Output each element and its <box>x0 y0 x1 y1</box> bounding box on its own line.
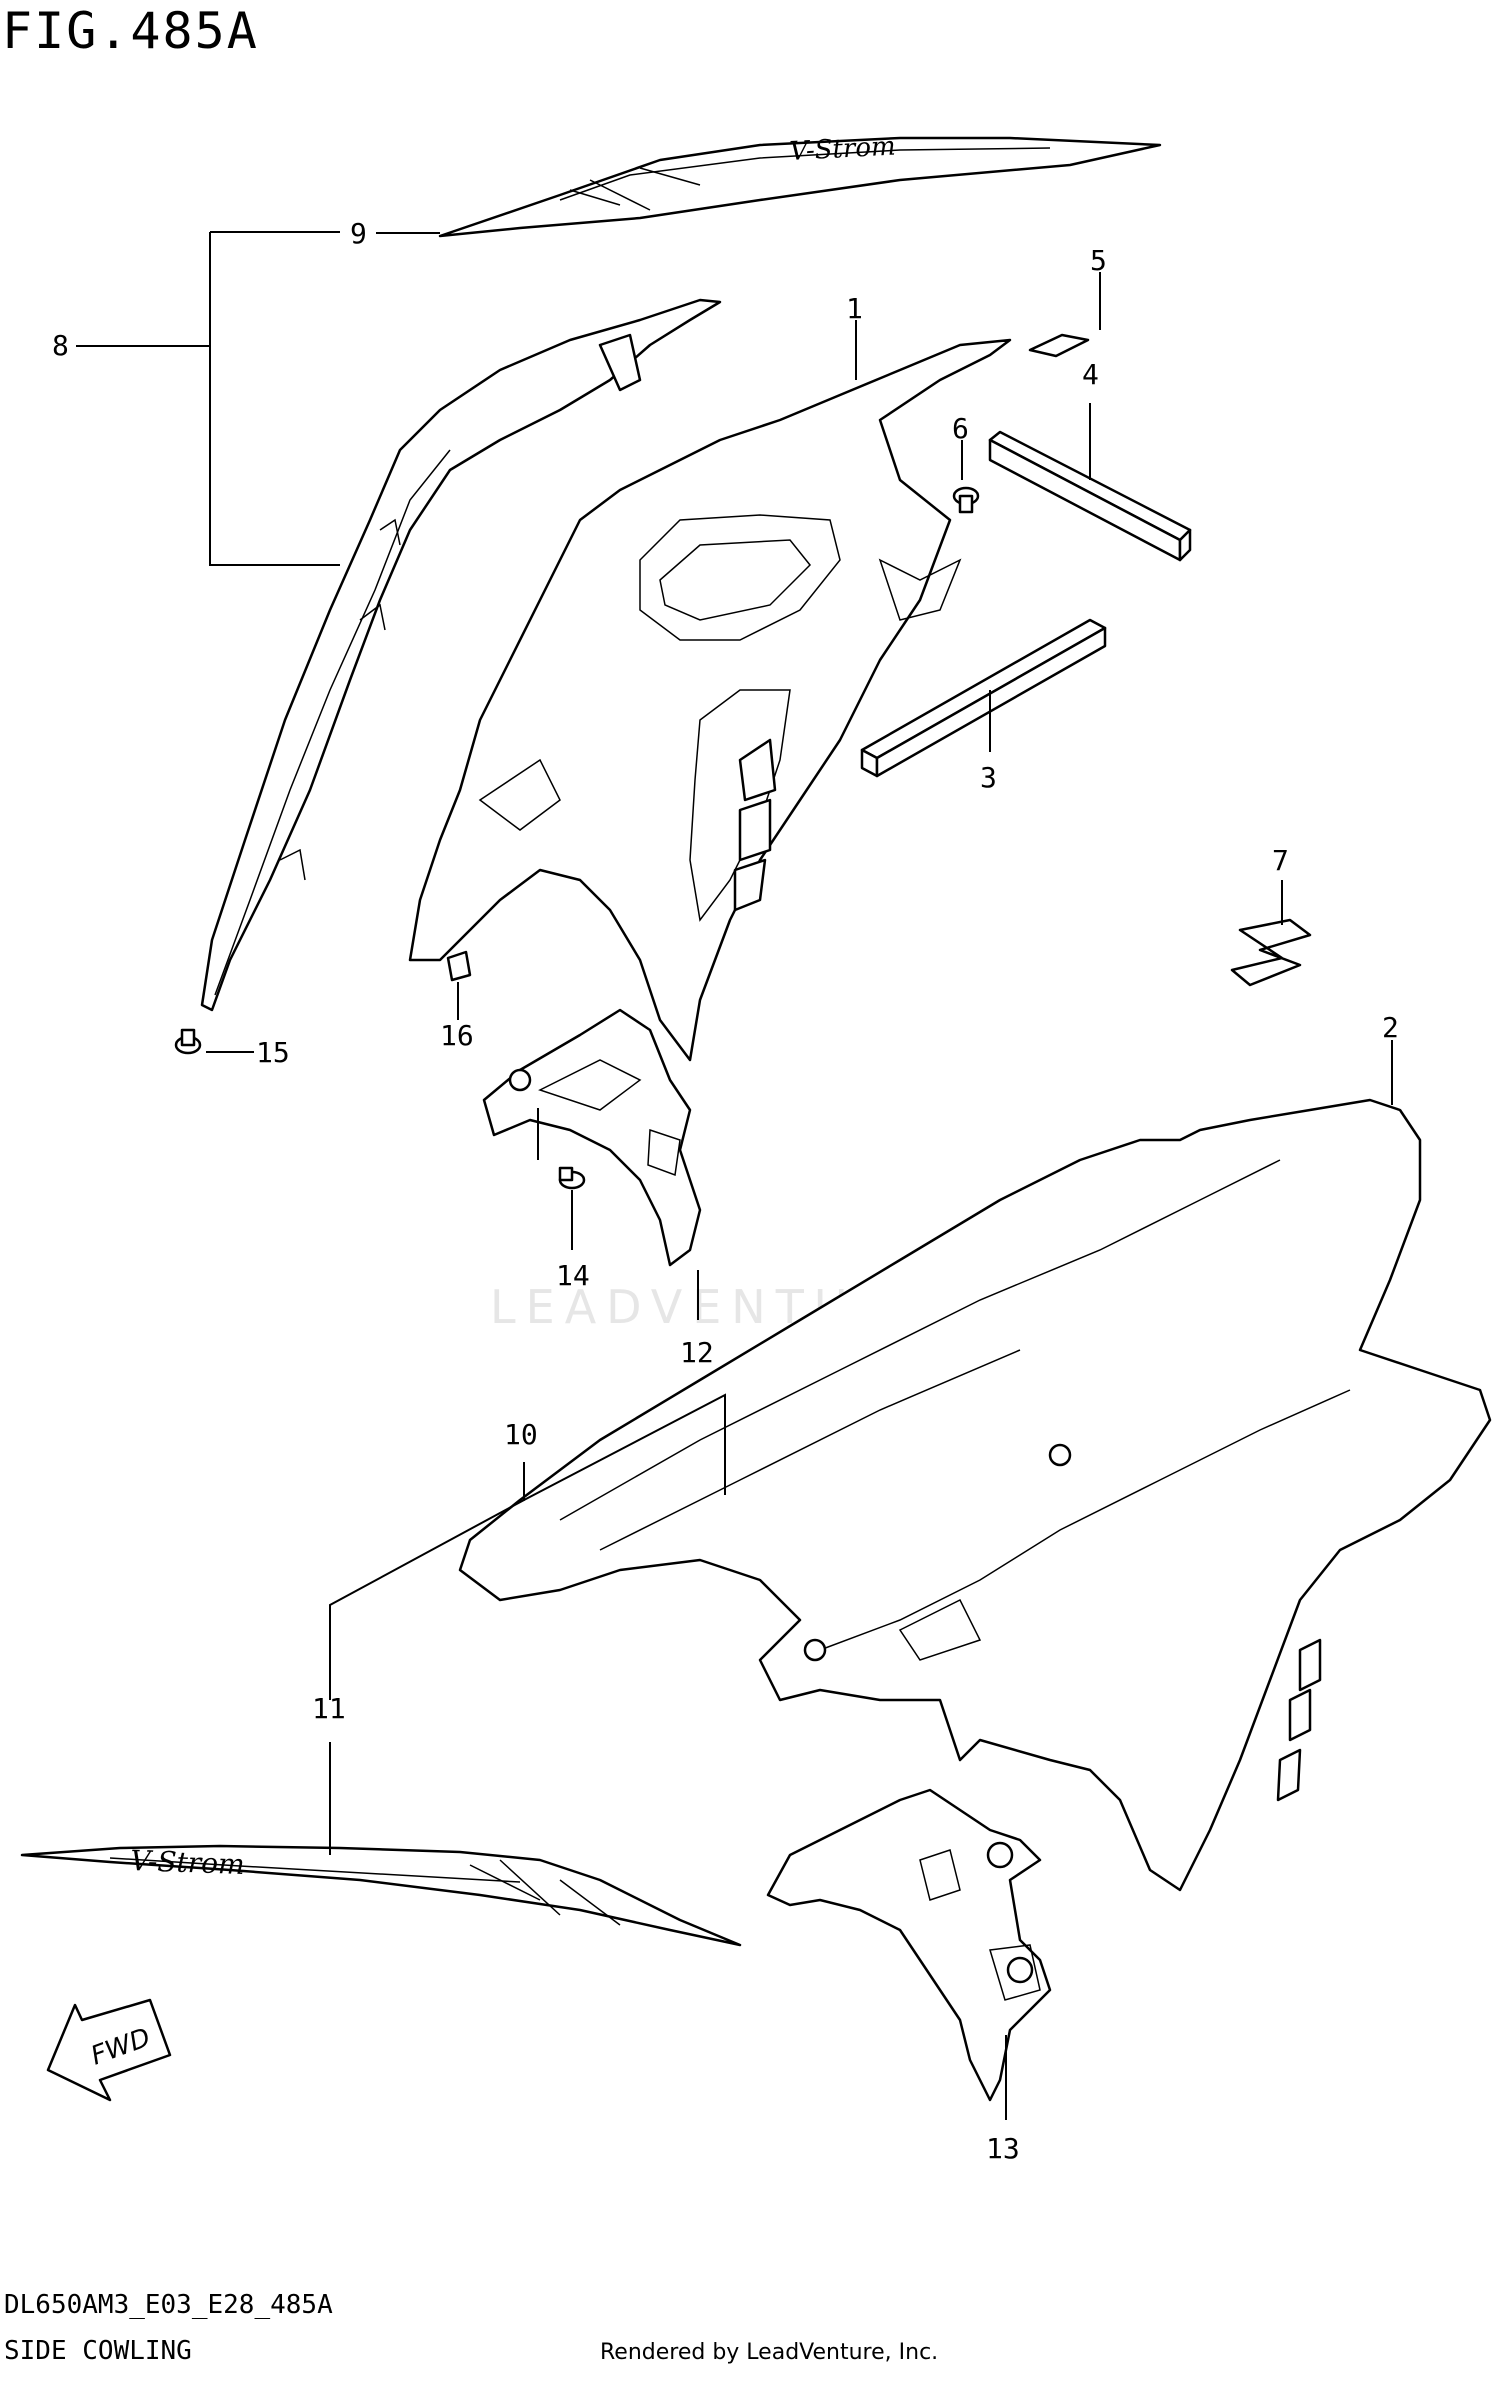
callout-12: 12 <box>680 1336 714 1369</box>
part-11-decal[interactable]: V-Strom <box>20 1844 742 1947</box>
callout-9: 9 <box>350 217 367 250</box>
decal-lower-text: V-Strom <box>130 1844 245 1881</box>
decal-upper-text: V-Strom <box>789 131 897 167</box>
callout-14: 14 <box>556 1259 590 1292</box>
part-3-strip[interactable] <box>860 618 1107 778</box>
part-5-pad[interactable] <box>1028 333 1090 358</box>
callout-4: 4 <box>1082 358 1099 391</box>
figure-name: SIDE COWLING <box>4 2336 192 2366</box>
part-13-bracket[interactable] <box>766 1788 1052 2102</box>
callout-3: 3 <box>980 761 997 794</box>
render-credit: Rendered by LeadVenture, Inc. <box>600 2340 939 2365</box>
part-8-trim[interactable] <box>200 298 722 1012</box>
part-6-screw[interactable] <box>952 486 980 514</box>
callout-13: 13 <box>986 2132 1020 2165</box>
part-12-bracket[interactable] <box>482 1008 702 1267</box>
callout-7: 7 <box>1272 844 1289 877</box>
fwd-arrow-icon: FWD <box>46 1998 172 2102</box>
callout-8: 8 <box>52 329 69 362</box>
callout-1: 1 <box>846 292 863 325</box>
part-7-emblem[interactable] <box>1230 918 1312 987</box>
part-4-strip[interactable] <box>988 430 1192 562</box>
part-1-cover[interactable] <box>408 338 1012 1062</box>
callout-6: 6 <box>952 412 969 445</box>
leader-lines <box>76 231 1393 2120</box>
part-9-decal[interactable]: V-Strom <box>438 131 1162 238</box>
callout-2: 2 <box>1382 1011 1399 1044</box>
part-14-screw[interactable] <box>558 1166 586 1190</box>
callout-10: 10 <box>504 1418 538 1451</box>
figure-code: DL650AM3_E03_E28_485A <box>4 2290 333 2320</box>
part-15-screw[interactable] <box>174 1028 202 1055</box>
figure-title: FIG.485A <box>2 2 259 60</box>
part-2-cowling[interactable] <box>458 1098 1492 1892</box>
callout-numbers: 1 2 3 4 5 6 7 8 9 10 11 12 13 14 15 16 <box>52 217 1399 2165</box>
callout-5: 5 <box>1090 244 1107 277</box>
callout-11: 11 <box>312 1692 346 1725</box>
callout-15: 15 <box>256 1036 290 1069</box>
part-16-clip[interactable] <box>446 950 472 982</box>
callout-16: 16 <box>440 1019 474 1052</box>
